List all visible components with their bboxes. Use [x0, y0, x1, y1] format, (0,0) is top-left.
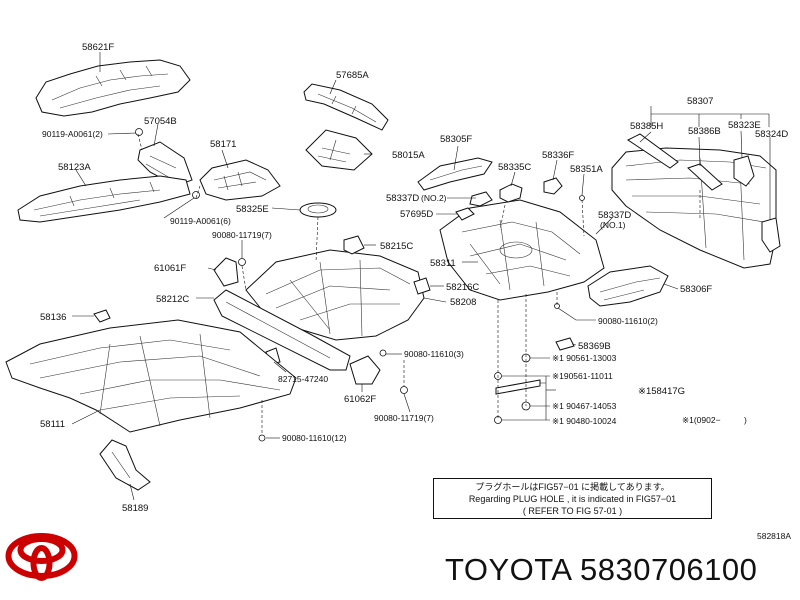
label-58337D-no1-qty: (NO.1) — [600, 220, 626, 230]
label-58337D-no2-qty: (NO.2) — [421, 193, 447, 203]
part-58324D — [761, 217, 781, 253]
label-58323E: 58323E — [728, 120, 761, 131]
label-90119-A0061-6: 90119-A0061(6) — [170, 216, 231, 226]
label-58621F: 58621F — [82, 42, 114, 53]
label-58189: 58189 — [122, 503, 148, 514]
label-90080-11719-7b: 90080-11719(7) — [374, 413, 434, 423]
label-82715-47240: 82715-47240 — [278, 374, 328, 384]
part-57695D — [455, 207, 475, 221]
label-90561-13003: ※1 90561-13003 — [552, 353, 617, 363]
part-58015A — [305, 129, 373, 171]
part-58208 — [245, 249, 425, 341]
part-58336F — [543, 177, 563, 195]
label-61062F: 61062F — [344, 394, 376, 405]
note-line-english: Regarding PLUG HOLE , it is indicated in… — [468, 494, 677, 504]
loose-bolts — [135, 128, 408, 442]
label-57054B: 57054B — [144, 116, 177, 127]
label-note-1-close: ) — [744, 415, 747, 425]
part-58385H — [627, 133, 679, 169]
label-61061F: 61061F — [154, 263, 186, 274]
part-58305F — [417, 157, 493, 191]
plug-hole-note: プラグホールはFIG57−01 に掲載してあります。 Regarding PLU… — [433, 478, 712, 519]
label-90080-11610-3: 90080-11610(3) — [404, 349, 464, 359]
label-90119-A0061-2: 90119-A0061(2) — [42, 129, 103, 139]
label-58337D-no2: 58337D — [386, 193, 419, 204]
label-58215C: 58215C — [380, 241, 413, 252]
part-58189 — [99, 439, 151, 491]
label-58208: 58208 — [450, 297, 476, 308]
part-58337D-no2 — [469, 191, 493, 207]
note-line-japanese: プラグホールはFIG57−01 に掲載してあります。 — [475, 482, 670, 492]
label-58171: 58171 — [210, 139, 236, 150]
part-58335C — [499, 183, 523, 203]
label-90480-10024: ※1 90480-10024 — [552, 416, 617, 426]
part-58111 — [5, 319, 297, 433]
note-line-reference: ( REFER TO FIG 57-01 ) — [522, 506, 623, 516]
label-58351A: 58351A — [570, 164, 603, 175]
part-58386B — [687, 163, 723, 191]
label-58212C: 58212C — [156, 294, 189, 305]
label-58335C: 58335C — [498, 162, 531, 173]
label-158417G: ※158417G — [638, 386, 685, 397]
leader-lines — [71, 52, 771, 501]
part-61062F — [349, 355, 381, 385]
brand-part-number: TOYOTA 5830706100 — [445, 552, 758, 587]
part-58123A — [17, 175, 191, 223]
diagram-reference-code: 582818A — [757, 531, 792, 541]
label-58324D: 58324D — [755, 129, 788, 140]
label-58123A: 58123A — [58, 162, 91, 173]
label-58305F: 58305F — [440, 134, 472, 145]
label-57685A: 57685A — [336, 70, 369, 81]
label-note-1: ※1(0902− — [682, 415, 721, 425]
label-58325E: 58325E — [236, 204, 269, 215]
label-90080-11610-2: 90080-11610(2) — [598, 316, 658, 326]
label-58336F: 58336F — [542, 150, 574, 161]
label-57695D: 57695D — [400, 209, 433, 220]
label-58216C: 58216C — [446, 282, 479, 293]
label-190561-11011: ※190561-11011 — [552, 371, 613, 381]
part-58212C — [213, 289, 351, 371]
label-58136: 58136 — [40, 312, 66, 323]
part-58171 — [199, 159, 281, 201]
label-58015A: 58015A — [392, 150, 425, 161]
part-58136 — [93, 309, 111, 323]
label-58111: 58111 — [40, 419, 65, 430]
part-58621F — [35, 59, 191, 117]
part-58216C — [413, 277, 431, 295]
label-58369B: 58369B — [578, 341, 611, 352]
label-58337D-no1: 58337D — [598, 210, 631, 221]
label-90080-11610-12: 90080-11610(12) — [282, 433, 347, 443]
assembly-dashed-lines — [137, 133, 701, 434]
label-58307: 58307 — [687, 96, 713, 107]
part-58323E — [733, 155, 755, 187]
label-58385H: 58385H — [630, 121, 663, 132]
label-58306F: 58306F — [680, 284, 712, 295]
part-57685A — [303, 83, 389, 131]
label-90080-11719-7a: 90080-11719(7) — [212, 230, 272, 240]
part-58311 — [439, 199, 605, 301]
part-61061F — [213, 257, 239, 287]
toyota-logo-icon — [5, 533, 78, 581]
part-58325E — [299, 202, 337, 218]
part-58306F — [587, 265, 669, 307]
part-labels: 58621F 57685A 58307 90119-A0061(2) 57054… — [40, 42, 788, 514]
label-90467-14053: ※1 90467-14053 — [552, 401, 617, 411]
label-58311: 58311 — [430, 258, 456, 269]
part-58215C — [343, 235, 365, 255]
label-58386B: 58386B — [688, 126, 721, 137]
